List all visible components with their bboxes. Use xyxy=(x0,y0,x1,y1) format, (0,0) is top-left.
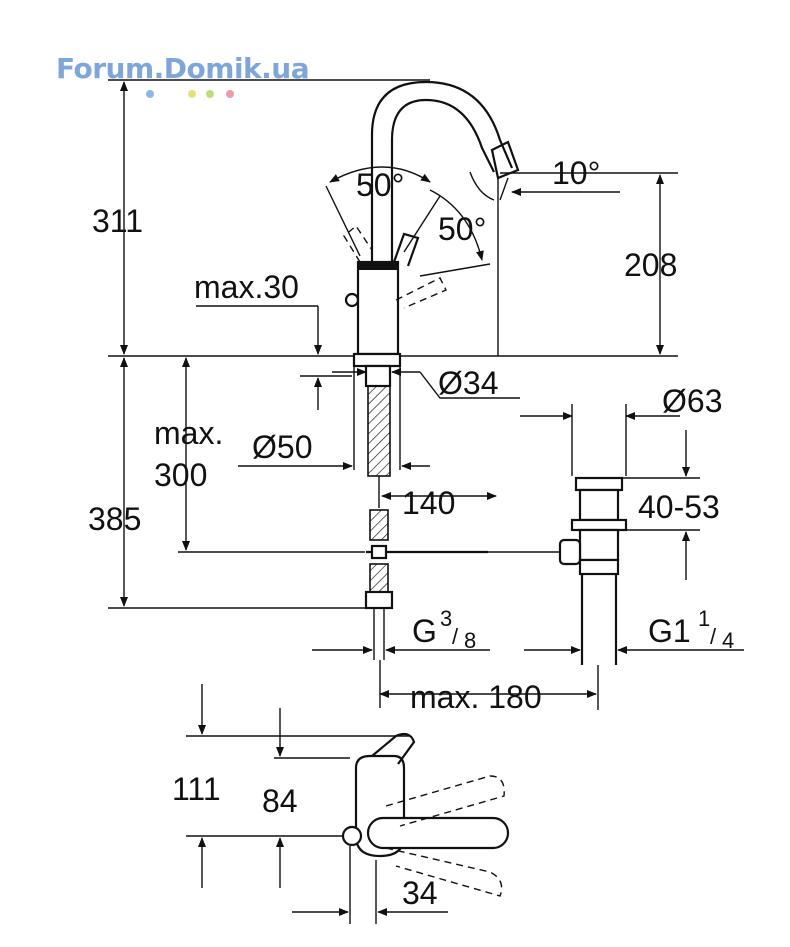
top-view xyxy=(186,684,510,924)
label-111: 111 xyxy=(172,771,221,807)
label-385: 385 xyxy=(88,501,141,537)
label-thread-g: G xyxy=(412,613,437,649)
watermark-dot-1 xyxy=(146,90,154,98)
label-thread-g1-num: 1 xyxy=(698,606,710,631)
waste-assembly xyxy=(558,476,628,710)
dim-208 xyxy=(500,172,678,355)
label-max-30: max.30 xyxy=(194,269,299,305)
label-thread-g-num: 3 xyxy=(440,606,452,631)
label-max-180: max. 180 xyxy=(410,679,542,715)
label-dia-63: Ø63 xyxy=(662,383,722,419)
label-max-line2: 300 xyxy=(154,457,207,493)
watermark-dot-2 xyxy=(188,90,196,98)
label-208: 208 xyxy=(624,247,677,283)
label-angle-50-side: 50° xyxy=(438,211,486,247)
label-dia-34: Ø34 xyxy=(438,365,498,401)
label-140: 140 xyxy=(402,485,455,521)
faucet-body xyxy=(343,80,520,660)
label-angle-50-top: 50° xyxy=(356,167,404,203)
watermark-dot-4 xyxy=(226,90,234,98)
dim-lines-misc xyxy=(196,305,744,708)
label-84: 84 xyxy=(262,783,298,819)
watermark-dot-3 xyxy=(206,90,214,98)
label-34: 34 xyxy=(402,875,438,911)
label-40-53: 40-53 xyxy=(638,489,720,525)
angle-markers xyxy=(325,166,620,356)
label-max-line1: max. xyxy=(154,415,223,451)
label-dia-50: Ø50 xyxy=(252,429,312,465)
label-angle-10: 10° xyxy=(552,155,600,191)
label-thread-g-slash: / xyxy=(452,624,459,649)
label-thread-g1-slash: / xyxy=(710,624,717,649)
label-thread-g1: G1 xyxy=(648,613,691,649)
label-thread-g-den: 8 xyxy=(464,628,476,653)
dimension-labels: 311 208 50° 50° 10° max.30 Ø34 Ø50 140 m… xyxy=(88,155,734,911)
label-thread-g1-den: 4 xyxy=(722,628,734,653)
label-311: 311 xyxy=(92,203,143,239)
